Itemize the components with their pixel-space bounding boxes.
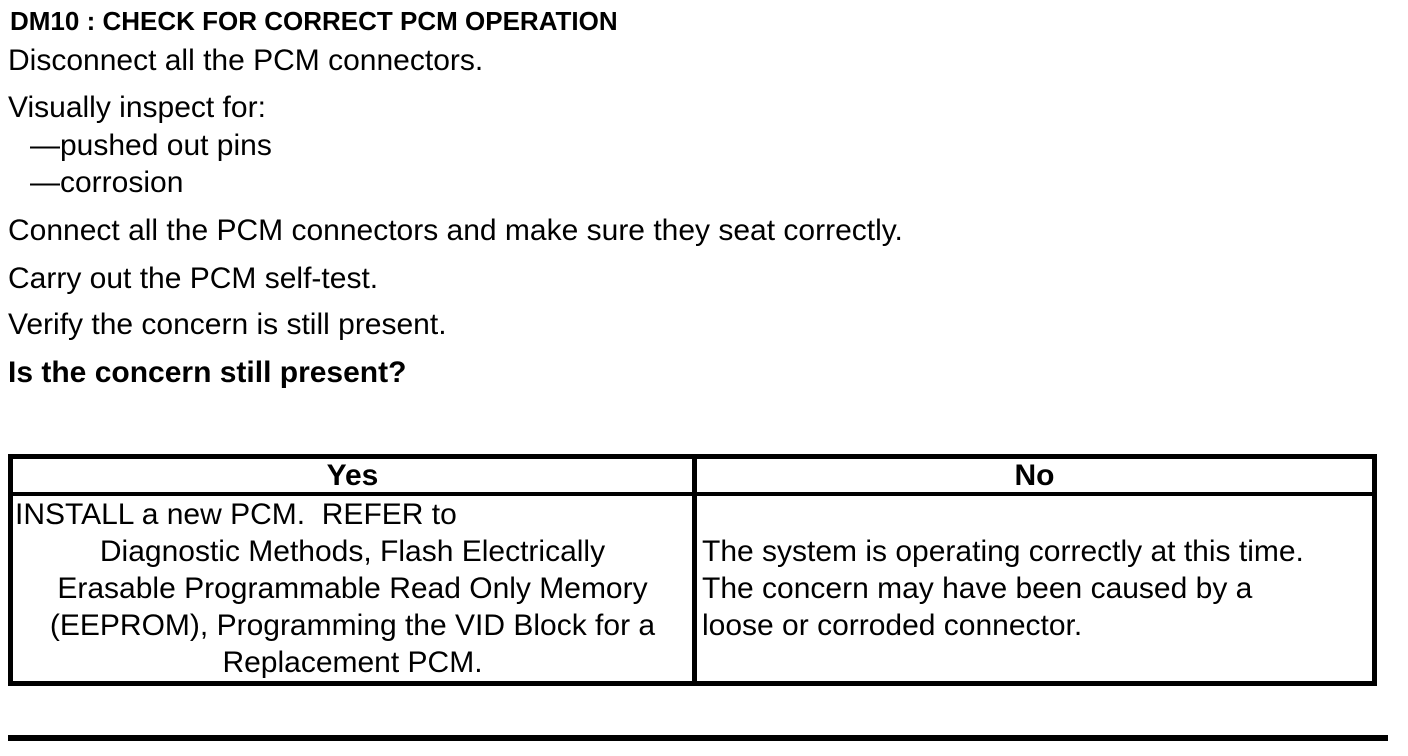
yes-cell-line: Erasable Programmable Read Only Memory xyxy=(57,572,648,605)
instruction-step-4: Carry out the PCM self-test. xyxy=(8,262,379,295)
decision-table-header-row: Yes No xyxy=(13,459,1372,496)
inspect-list-item-pins: —pushed out pins xyxy=(30,129,272,162)
yes-cell-line: INSTALL a new PCM. REFER to xyxy=(15,498,457,531)
decision-table-body-row: INSTALL a new PCM. REFER to Diagnostic M… xyxy=(13,496,1372,681)
column-header-no: No xyxy=(1014,459,1055,492)
no-action-cell: The system is operating correctly at thi… xyxy=(697,496,1372,681)
procedure-title: DM10 : CHECK FOR CORRECT PCM OPERATION xyxy=(10,6,618,36)
next-section-top-border xyxy=(8,735,1388,741)
instruction-step-1: Disconnect all the PCM connectors. xyxy=(8,44,484,77)
yes-action-cell: INSTALL a new PCM. REFER to Diagnostic M… xyxy=(13,496,697,681)
instruction-step-2: Visually inspect for: xyxy=(8,91,266,124)
inspect-list-item-corrosion: —corrosion xyxy=(30,166,184,199)
no-cell-line: The concern may have been caused by a xyxy=(702,572,1253,605)
yes-cell-line: (EEPROM), Programming the VID Block for … xyxy=(49,609,656,642)
column-header-yes: Yes xyxy=(13,459,697,492)
no-cell-line: The system is operating correctly at thi… xyxy=(702,535,1304,568)
yes-cell-line: Diagnostic Methods, Flash Electrically xyxy=(99,535,606,568)
decision-question: Is the concern still present? xyxy=(8,356,407,389)
decision-table: Yes No INSTALL a new PCM. REFER to Diagn… xyxy=(8,454,1377,686)
instruction-step-3: Connect all the PCM connectors and make … xyxy=(8,214,903,247)
instruction-step-5: Verify the concern is still present. xyxy=(8,308,447,341)
no-cell-line: loose or corroded connector. xyxy=(702,609,1083,642)
yes-cell-line: Replacement PCM. xyxy=(222,646,483,679)
